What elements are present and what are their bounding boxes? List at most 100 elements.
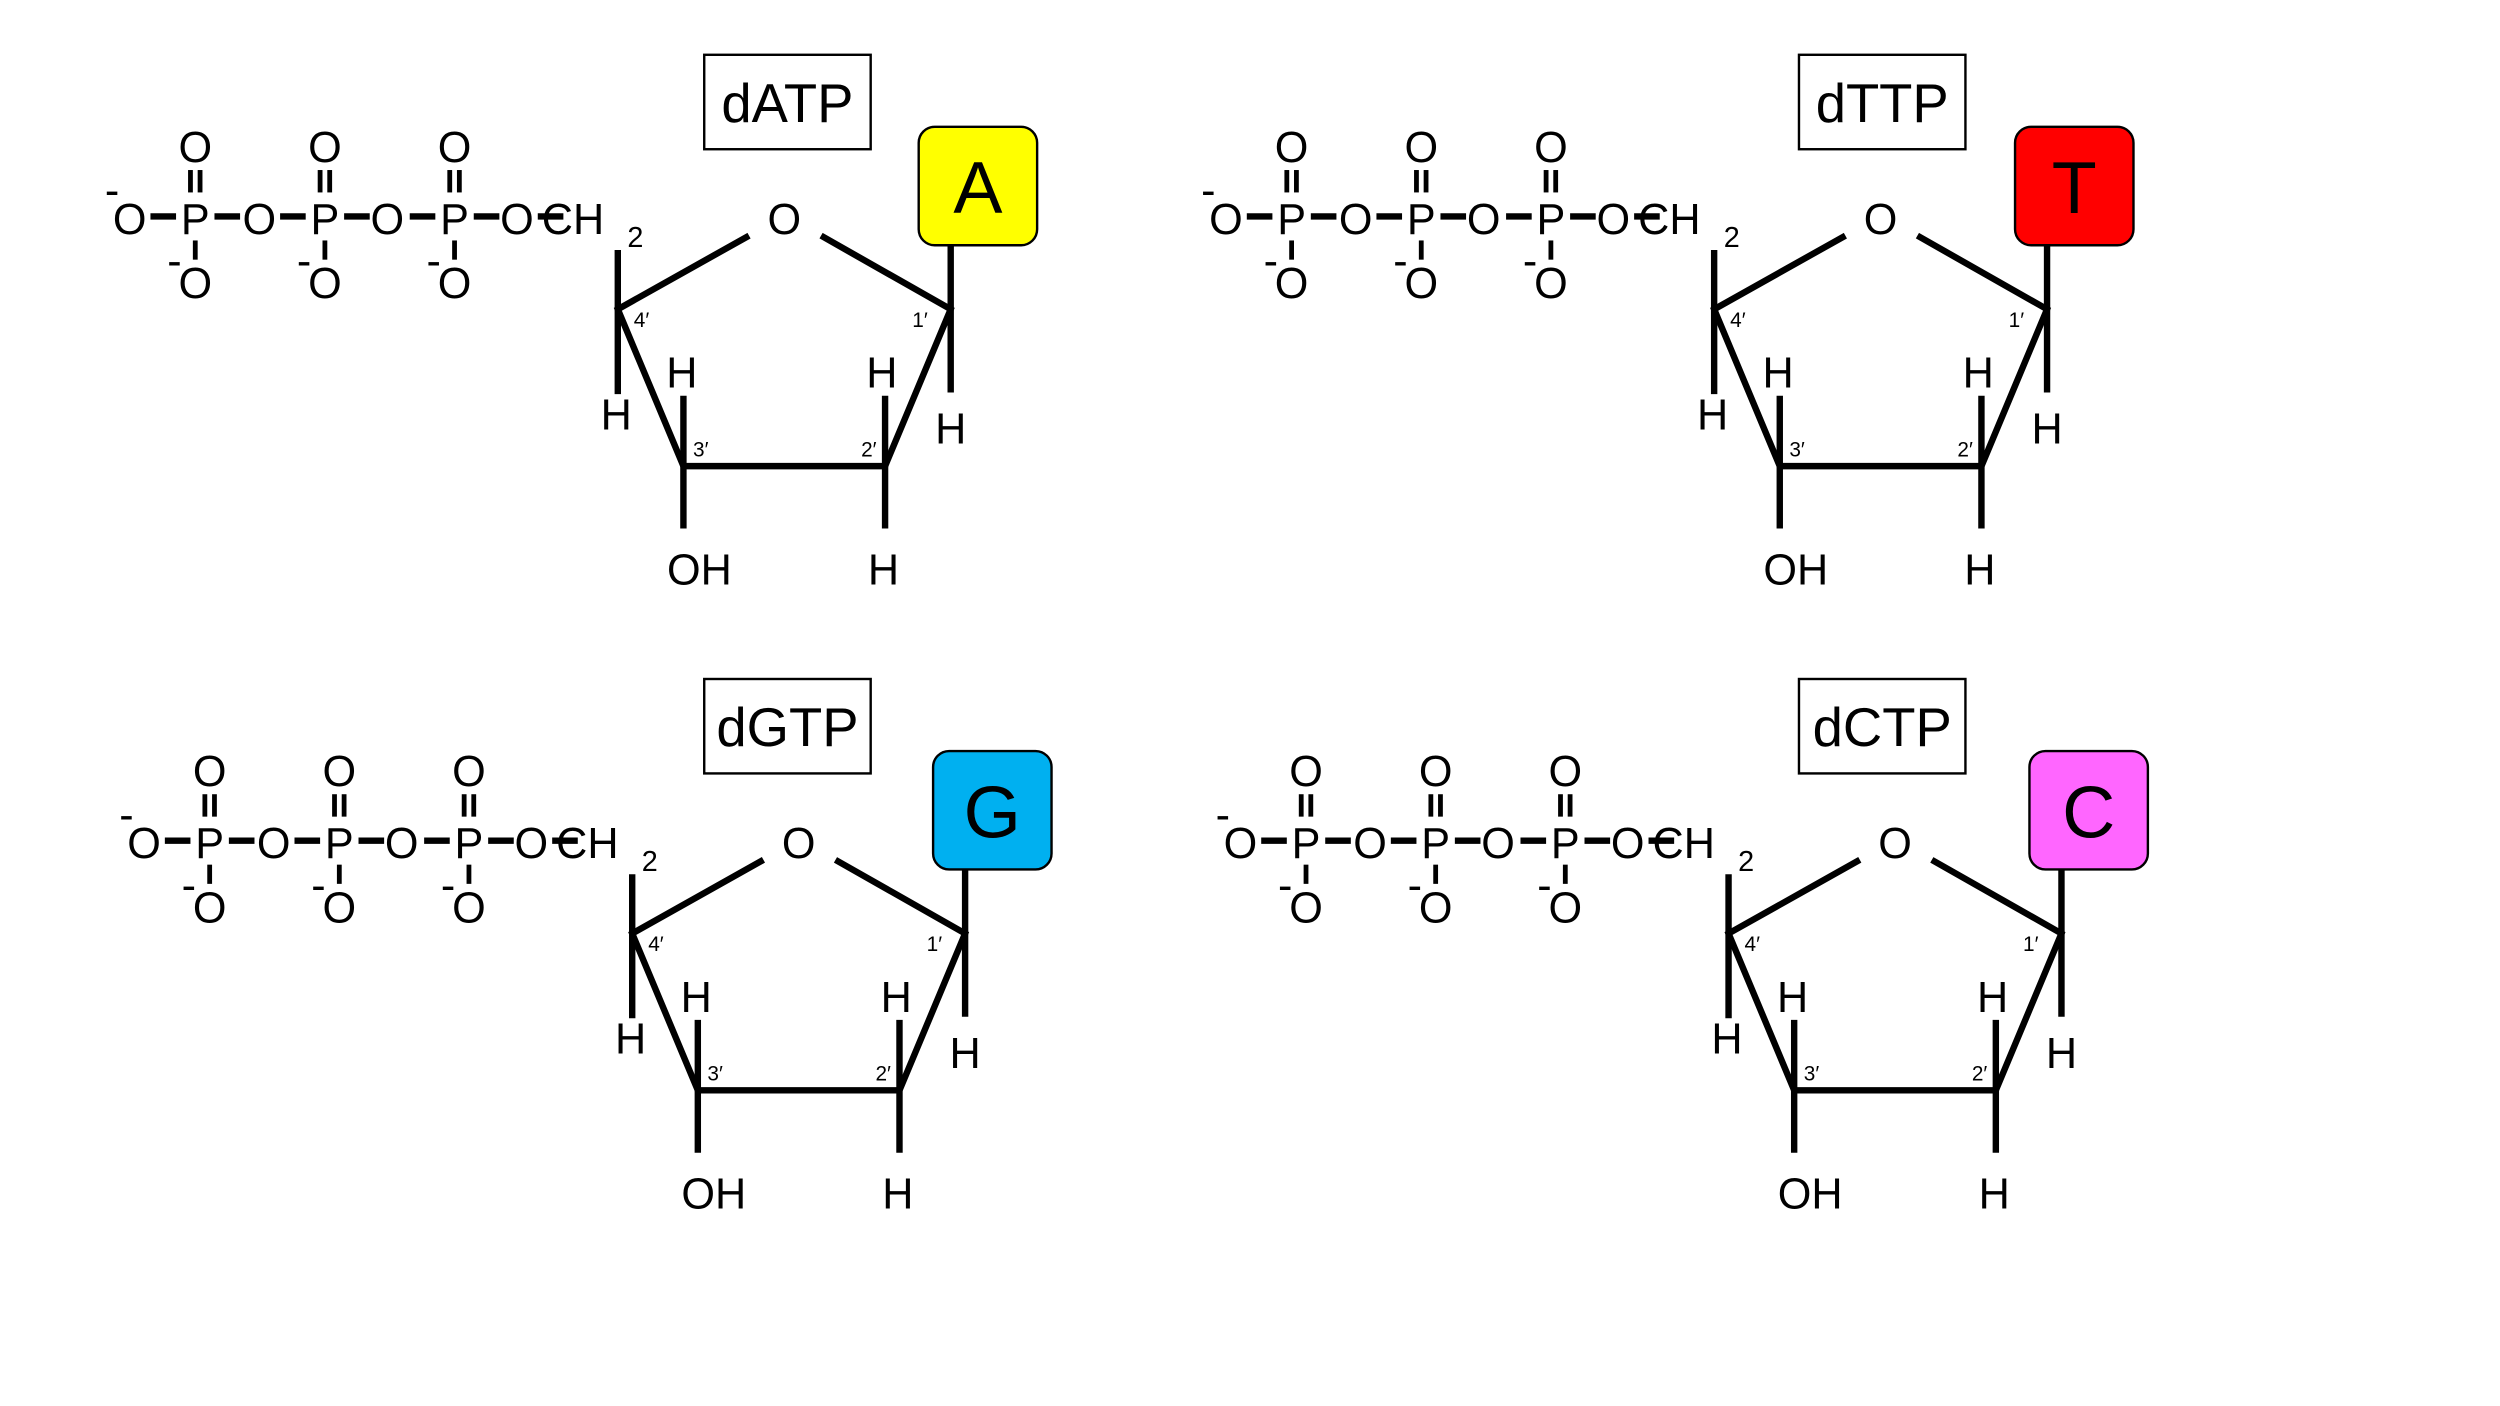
- bridging-oxygen-atom: O: [1339, 196, 1373, 244]
- charge-minus: -: [1278, 862, 1292, 910]
- phosphorus-atom: P: [1292, 820, 1321, 868]
- hydrogen-atom: H: [601, 391, 632, 439]
- hydroxyl-group: OH: [667, 547, 732, 595]
- hydrogen-atom: H: [868, 547, 899, 595]
- bridging-oxygen-atom: O: [515, 820, 549, 868]
- oxygen-atom: O: [323, 748, 357, 796]
- charge-minus: -: [1408, 862, 1422, 910]
- bridging-oxygen-atom: O: [1353, 820, 1387, 868]
- oxygen-atom: O: [1275, 124, 1309, 172]
- base-box: [2013, 125, 2135, 247]
- charge-minus: -: [1393, 238, 1407, 286]
- phosphorus-atom: P: [195, 820, 224, 868]
- oxygen-atom: O: [438, 260, 472, 308]
- base-letter: G: [964, 770, 1021, 853]
- oxygen-atom: O: [1419, 884, 1453, 932]
- ribose-ring: [628, 857, 970, 1094]
- oxygen-atom: O: [452, 884, 486, 932]
- oxygen-atom: O: [1275, 260, 1309, 308]
- hydroxyl-group: OH: [1763, 547, 1828, 595]
- phosphorus-atom: P: [1277, 196, 1306, 244]
- carbon-label-4: 4′: [634, 309, 650, 332]
- hydrogen-atom: H: [1963, 350, 1994, 398]
- bridging-oxygen-atom: O: [1481, 820, 1515, 868]
- nucleotide-name-label: dATP: [703, 53, 872, 151]
- phosphorus-atom: P: [1551, 820, 1580, 868]
- bridging-oxygen-atom: O: [385, 820, 419, 868]
- ribose-ring: [1710, 232, 2052, 470]
- charge-minus: -: [1264, 238, 1278, 286]
- carbon-label-2: 2′: [861, 439, 877, 462]
- name-box: [1797, 677, 1967, 775]
- carbon-label-4: 4′: [1745, 933, 1761, 956]
- hydrogen-atom: H: [935, 406, 966, 454]
- carbon-label-1: 1′: [2023, 933, 2039, 956]
- charge-minus: -: [119, 791, 133, 839]
- hydrogen-atom: H: [1964, 547, 1995, 595]
- charge-minus: -: [297, 238, 311, 286]
- nucleotide-name-label: dTTP: [1797, 53, 1967, 151]
- phosphorus-atom: P: [1407, 196, 1436, 244]
- oxygen-atom: O: [1289, 884, 1323, 932]
- oxygen-atom: O: [1404, 260, 1438, 308]
- base-box: [917, 125, 1039, 247]
- phosphorus-atom: P: [1536, 196, 1565, 244]
- hydrogen-atom: H: [881, 974, 912, 1022]
- charge-minus: -: [1537, 862, 1551, 910]
- bridging-oxygen-atom: O: [1611, 820, 1645, 868]
- oxygen-atom: O: [178, 260, 212, 308]
- oxygen-atom: O: [1209, 196, 1243, 244]
- hydrogen-atom: H: [1977, 974, 2008, 1022]
- carbon-label-2: 2′: [875, 1063, 891, 1086]
- ch2-subscript: 2: [627, 222, 643, 254]
- hydrogen-atom: H: [615, 1016, 646, 1064]
- ch2-subscript: 2: [642, 846, 658, 878]
- hydrogen-atom: H: [1763, 350, 1794, 398]
- base-box: [2028, 749, 2150, 871]
- oxygen-atom: O: [438, 124, 472, 172]
- base-letter: T: [2052, 146, 2097, 229]
- phosphorus-atom: P: [325, 820, 354, 868]
- carbon-label-1: 1′: [927, 933, 943, 956]
- phosphorus-atom: P: [310, 196, 339, 244]
- carbon-label-4: 4′: [648, 933, 664, 956]
- name-box: [1797, 53, 1967, 151]
- name-box: [703, 53, 872, 151]
- oxygen-atom: O: [1534, 260, 1568, 308]
- oxygen-atom: O: [193, 884, 227, 932]
- charge-minus: -: [1201, 167, 1215, 215]
- bridging-oxygen-atom: O: [242, 196, 276, 244]
- hydrogen-atom: H: [666, 350, 697, 398]
- charge-minus: -: [441, 862, 455, 910]
- ring-oxygen-atom: O: [1864, 196, 1898, 244]
- charge-minus: -: [167, 238, 181, 286]
- charge-minus: -: [1523, 238, 1537, 286]
- carbon-label-2: 2′: [1972, 1063, 1988, 1086]
- ribose-ring: [1724, 857, 2066, 1094]
- oxygen-atom: O: [113, 196, 147, 244]
- charge-minus: -: [1216, 791, 1230, 839]
- ch2-group: CH: [1638, 196, 1700, 244]
- oxygen-atom: O: [1534, 124, 1568, 172]
- hydrogen-atom: H: [950, 1030, 981, 1078]
- base-letter: C: [2062, 770, 2115, 853]
- ch2-group: CH: [1653, 820, 1715, 868]
- ring-oxygen-atom: O: [1878, 820, 1912, 868]
- carbon-label-2: 2′: [1957, 439, 1973, 462]
- carbon-label-4: 4′: [1730, 309, 1746, 332]
- base-box: [931, 749, 1053, 871]
- hydroxyl-group: OH: [1778, 1171, 1843, 1219]
- oxygen-atom: O: [308, 124, 342, 172]
- oxygen-atom: O: [193, 748, 227, 796]
- oxygen-atom: O: [127, 820, 161, 868]
- oxygen-atom: O: [1289, 748, 1323, 796]
- oxygen-atom: O: [1224, 820, 1258, 868]
- ch2-group: CH: [556, 820, 618, 868]
